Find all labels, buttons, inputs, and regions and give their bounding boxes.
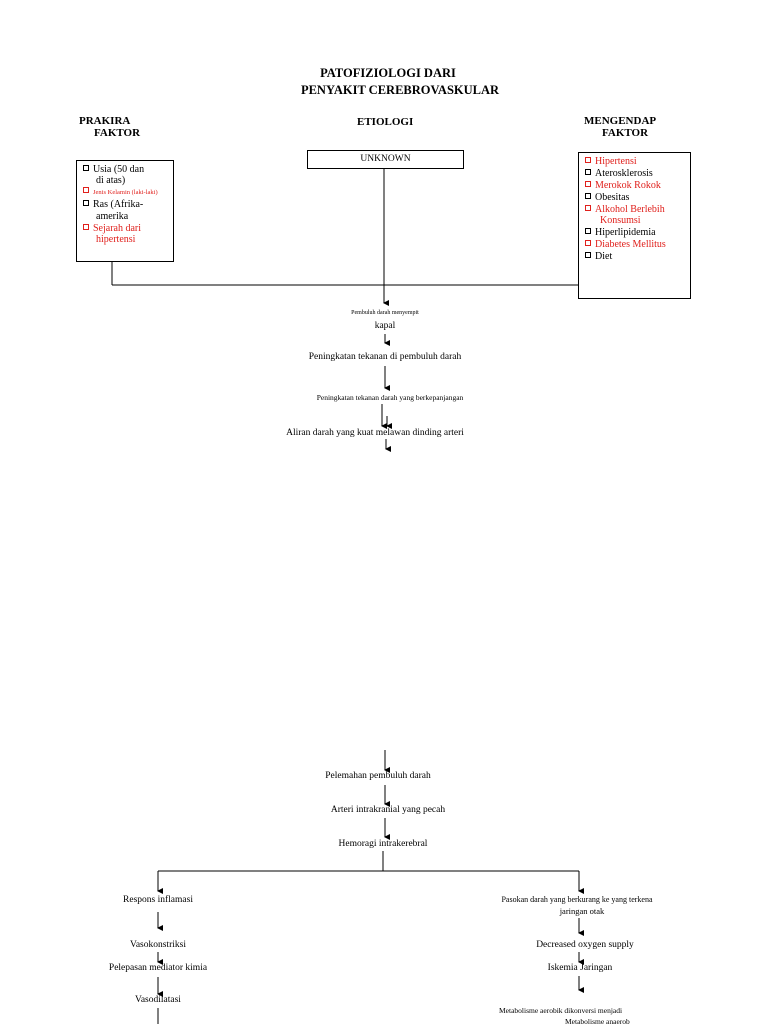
predisposing-factors-box: Usia (50 dan di atas) Jenis Kelamin (lak… xyxy=(76,160,174,262)
list-item-text: Hipertensi xyxy=(595,156,637,167)
list-item-text: Ras (Afrika- xyxy=(93,199,144,210)
right-anaerobic-metabolism: Metabolisme anaerob xyxy=(565,1017,630,1026)
checkbox-bullet-icon xyxy=(585,240,591,246)
list-item: Sejarah dari xyxy=(83,223,141,235)
list-item-continuation: Konsumsi xyxy=(600,215,641,226)
list-item: Ras (Afrika- xyxy=(83,199,143,211)
list-item-text: Alkohol Berlebih xyxy=(595,204,665,215)
checkbox-bullet-icon xyxy=(83,200,89,206)
list-item: Merokok Rokok xyxy=(585,180,661,192)
left-vasoconstriction: Vasokonstriksi xyxy=(130,940,186,950)
list-item-text: Merokok Rokok xyxy=(595,180,661,191)
list-item-continuation: di atas) xyxy=(96,175,126,186)
right-tissue-ischemia: Iskemia Jaringan xyxy=(547,963,613,973)
precipitating-factors-box: Hipertensi Aterosklerosis Merokok Rokok … xyxy=(578,152,691,299)
right-aerobic-conversion: Metabolisme aerobik dikonversi menjadi xyxy=(499,1006,623,1015)
right-reduced-supply: Pasokan darah yang berkurang ke yang ter… xyxy=(501,895,653,904)
checkbox-bullet-icon xyxy=(83,187,89,193)
list-item: Diet xyxy=(585,251,612,263)
header-mengendap: MENGENDAP xyxy=(584,115,657,127)
checkbox-bullet-icon xyxy=(585,205,591,211)
step-vessel-weakening: Pelemahan pembuluh darah xyxy=(325,771,431,781)
list-item-text: Diet xyxy=(595,251,613,262)
checkbox-bullet-icon xyxy=(585,228,591,234)
list-item-text: Jenis Kelamin (laki-laki) xyxy=(93,189,158,196)
list-item: Obesitas xyxy=(585,192,629,204)
list-item-text: Sejarah dari xyxy=(93,223,142,234)
list-item-continuation: hipertensi xyxy=(96,234,136,245)
list-item-text: Diabetes Mellitus xyxy=(595,239,666,250)
list-item-text: Aterosklerosis xyxy=(595,168,653,179)
checkbox-bullet-icon xyxy=(83,224,89,230)
list-item: Usia (50 dan xyxy=(83,164,144,176)
list-item: Diabetes Mellitus xyxy=(585,239,666,251)
list-item: Hipertensi xyxy=(585,156,637,168)
step-artery-rupture: Arteri intrakranial yang pecah xyxy=(330,805,446,815)
header-mengendap-faktor: FAKTOR xyxy=(602,127,649,139)
list-item-text: Usia (50 dan xyxy=(93,164,145,175)
title-line-1: PATOFIZIOLOGI DARI xyxy=(320,66,456,80)
list-item-continuation: amerika xyxy=(96,211,129,222)
checkbox-bullet-icon xyxy=(585,252,591,258)
list-item: Aterosklerosis xyxy=(585,168,653,180)
checkbox-bullet-icon xyxy=(585,157,591,163)
list-item: Jenis Kelamin (laki-laki) xyxy=(83,187,158,199)
step-prolonged-pressure: Peningkatan tekanan darah yang berkepanj… xyxy=(316,393,464,402)
header-prakira-faktor: FAKTOR xyxy=(94,127,141,139)
header-etiologi: ETIOLOGI xyxy=(357,116,414,128)
left-mediator-release: Pelepasan mediator kimia xyxy=(108,963,208,973)
list-item: Alkohol Berlebih xyxy=(585,204,665,216)
step-pressure-increase: Peningkatan tekanan di pembuluh darah xyxy=(308,352,462,362)
step-vessel-narrowing-cont: kapal xyxy=(374,321,396,331)
list-item-text: Hiperlipidemia xyxy=(595,227,656,238)
checkbox-bullet-icon xyxy=(585,181,591,187)
step-vessel-narrowing: Pembuluh darah menyempit xyxy=(351,310,419,316)
checkbox-bullet-icon xyxy=(83,165,89,171)
right-reduced-supply-cont: jaringan otak xyxy=(559,906,605,916)
step-hemorrhage: Hemoragi intrakerebral xyxy=(338,839,428,849)
left-inflammatory-response: Respons inflamasi xyxy=(123,895,193,905)
step-forceful-flow: Aliran darah yang kuat melawan dinding a… xyxy=(286,428,464,438)
left-vasodilation: Vasodilatasi xyxy=(135,995,181,1005)
checkbox-bullet-icon xyxy=(585,193,591,199)
title-line-2: PENYAKIT CEREBROVASKULAR xyxy=(300,83,500,97)
checkbox-bullet-icon xyxy=(585,169,591,175)
header-prakira: PRAKIRA xyxy=(79,115,131,127)
list-item-text: Obesitas xyxy=(595,192,630,203)
etiology-box: UNKNOWN xyxy=(307,150,464,169)
etiology-unknown-label: UNKNOWN xyxy=(360,154,411,164)
right-decreased-oxygen: Decreased oxygen supply xyxy=(536,940,634,950)
list-item: Hiperlipidemia xyxy=(585,227,656,239)
